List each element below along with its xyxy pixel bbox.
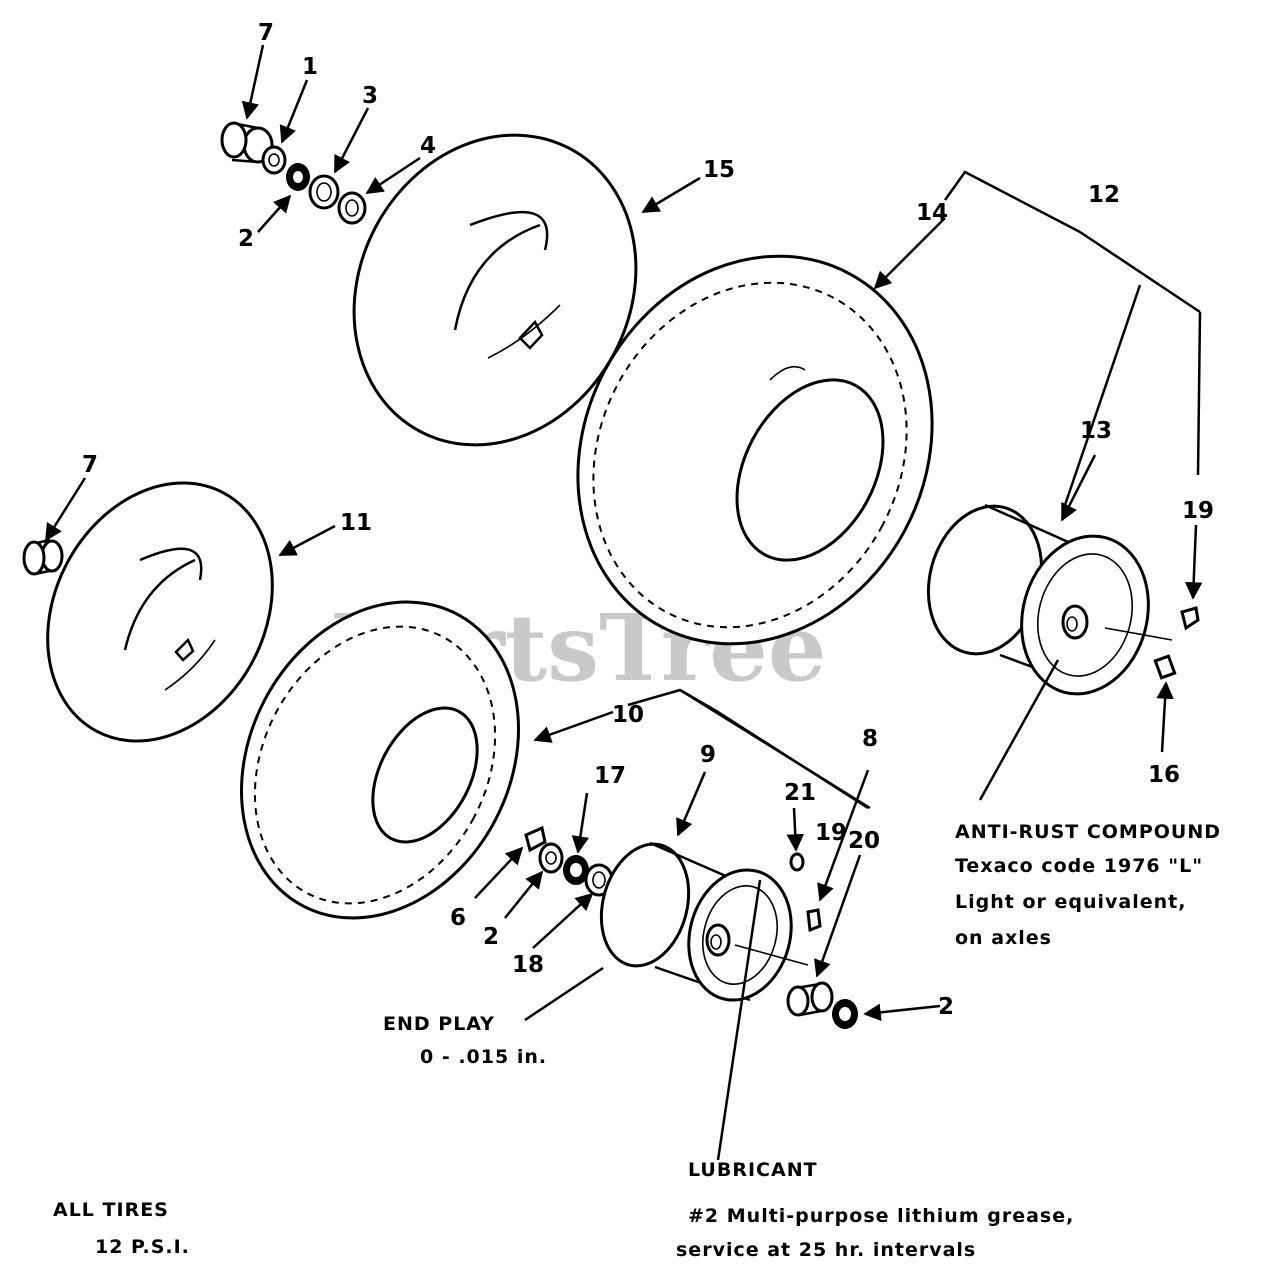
inner-tube-11 — [46, 481, 274, 743]
callout-19-top: 19 — [1182, 498, 1214, 524]
tires-pressure: 12 P.S.I. — [95, 1236, 190, 1258]
wheel-rim-9 — [599, 841, 793, 1002]
callout-9: 9 — [700, 742, 716, 768]
lubricant-line-3: service at 25 hr. intervals — [676, 1239, 976, 1261]
callout-4: 4 — [420, 133, 436, 159]
bushing-left — [22, 538, 64, 576]
valve-stem-lower — [806, 908, 822, 933]
end-play-heading: END PLAY — [383, 1013, 495, 1035]
grease-fitting-21 — [789, 852, 805, 872]
callout-12: 12 — [1088, 182, 1120, 208]
end-play-value: 0 - .015 in. — [420, 1046, 547, 1068]
washer-2-top — [286, 163, 310, 191]
anti-rust-line-3: Light or equivalent, — [955, 891, 1186, 913]
anti-rust-line-4: on axles — [955, 927, 1052, 949]
callout-14: 14 — [916, 200, 948, 226]
bearing-3-top — [308, 174, 340, 210]
washer-2-end — [832, 999, 858, 1029]
callout-18: 18 — [512, 952, 544, 978]
callout-8: 8 — [862, 726, 878, 752]
callout-13: 13 — [1080, 418, 1112, 444]
callout-2-lower: 2 — [483, 924, 499, 950]
lubricant-heading: LUBRICANT — [688, 1159, 818, 1181]
washer-1-top — [261, 145, 287, 175]
wheel-rim-13 — [926, 503, 1150, 696]
callout-7-top: 7 — [258, 20, 274, 46]
callout-11: 11 — [340, 510, 372, 536]
tire-14 — [576, 254, 934, 646]
callout-21: 21 — [784, 780, 816, 806]
bushing-20 — [786, 981, 834, 1017]
valve-stem-top — [1180, 606, 1200, 631]
callout-16: 16 — [1148, 762, 1180, 788]
lower-hub-parts — [524, 825, 614, 897]
callout-7-left: 7 — [82, 452, 98, 478]
callout-10: 10 — [612, 702, 644, 728]
anti-rust-heading: ANTI-RUST COMPOUND — [955, 821, 1221, 843]
callout-6: 6 — [450, 905, 466, 931]
callout-1: 1 — [302, 54, 318, 80]
washer-2-lower — [538, 842, 564, 874]
top-hub-parts — [220, 121, 367, 225]
callout-numbers: 7 1 3 4 2 15 14 12 13 19 7 11 16 10 9 8 … — [82, 20, 1214, 1020]
anti-rust-line-2: Texaco code 1976 "L" — [955, 855, 1203, 877]
callout-20: 20 — [848, 828, 880, 854]
callout-19-lower: 19 — [815, 820, 847, 846]
lubricant-line-2: #2 Multi-purpose lithium grease, — [688, 1205, 1074, 1227]
callout-2-end: 2 — [938, 994, 954, 1020]
leader-lines — [44, 44, 1203, 1161]
callout-15: 15 — [703, 157, 735, 183]
callout-2-top: 2 — [238, 226, 254, 252]
bearing-17 — [563, 855, 589, 885]
seal-4-top — [337, 191, 367, 225]
callout-3: 3 — [362, 83, 378, 109]
callout-17: 17 — [594, 763, 626, 789]
key-6 — [524, 825, 547, 853]
notes: ANTI-RUST COMPOUND Texaco code 1976 "L" … — [53, 821, 1221, 1261]
tires-heading: ALL TIRES — [53, 1199, 169, 1221]
pin-16 — [1153, 654, 1177, 680]
tire-10 — [240, 600, 520, 920]
